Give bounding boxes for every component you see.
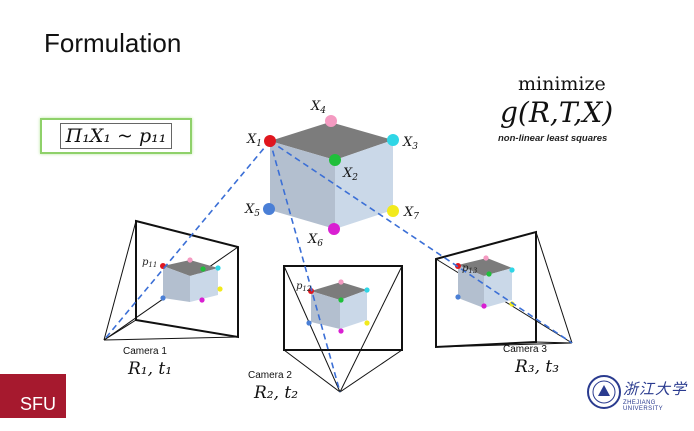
- camera-2-params: R₂, t₂: [254, 383, 299, 403]
- cube-top-face: [270, 122, 393, 160]
- world-cube: [270, 122, 393, 229]
- zju-name: 浙江大学: [623, 380, 688, 398]
- ray-camera-3: [269, 140, 573, 344]
- objective-word: minimize: [518, 73, 606, 95]
- label-x3: X3: [402, 135, 418, 152]
- point-x3: [387, 134, 399, 146]
- cube-front-face: [270, 141, 335, 229]
- label-x6: X6: [307, 232, 323, 249]
- objective-note: non-linear least squares: [498, 133, 608, 144]
- point-x5: [263, 203, 275, 215]
- label-p13: p13: [462, 263, 478, 275]
- projection-equation-box: Π₁X₁ ~ p₁₁: [40, 118, 192, 154]
- camera-2-projected-cube: [306, 279, 370, 334]
- sfu-logo: SFU: [0, 374, 66, 418]
- label-x2: X2: [342, 166, 358, 183]
- point-x1: [264, 135, 276, 147]
- label-x1: X1: [246, 132, 262, 149]
- label-p12: p12: [296, 281, 312, 293]
- zju-subtitle: ZHEJIANG UNIVERSITY: [623, 400, 664, 412]
- label-x4: X4: [310, 99, 326, 116]
- objective-function: g(R,T,X): [500, 96, 614, 129]
- camera-3-label: Camera 3: [503, 344, 547, 355]
- camera-1-projected-cube: [160, 257, 223, 303]
- point-x2: [329, 154, 341, 166]
- ray-camera-2: [269, 140, 341, 393]
- world-point-labels: X1 X2 X3 X4 X5 X6 X7: [244, 99, 419, 249]
- point-x7: [387, 205, 399, 217]
- camera-3-params: R₃, t₃: [515, 357, 560, 377]
- sfu-logo-text: SFU: [20, 394, 56, 414]
- ray-camera-1: [103, 140, 271, 341]
- camera-2-label: Camera 2: [248, 370, 292, 381]
- projection-rays: [103, 140, 573, 393]
- camera-1-label: Camera 1: [123, 346, 167, 357]
- label-p11: p11: [142, 257, 157, 269]
- label-x7: X7: [403, 205, 419, 222]
- projection-equation: Π₁X₁ ~ p₁₁: [59, 123, 173, 149]
- zju-seal-icon: [587, 375, 621, 409]
- label-x5: X5: [244, 202, 260, 219]
- camera-1-params: R₁, t₁: [128, 359, 173, 379]
- slide-title: Formulation: [44, 28, 182, 58]
- cube-side-face: [335, 140, 393, 229]
- point-x4: [325, 115, 337, 127]
- world-points: [263, 115, 399, 235]
- point-x6: [328, 223, 340, 235]
